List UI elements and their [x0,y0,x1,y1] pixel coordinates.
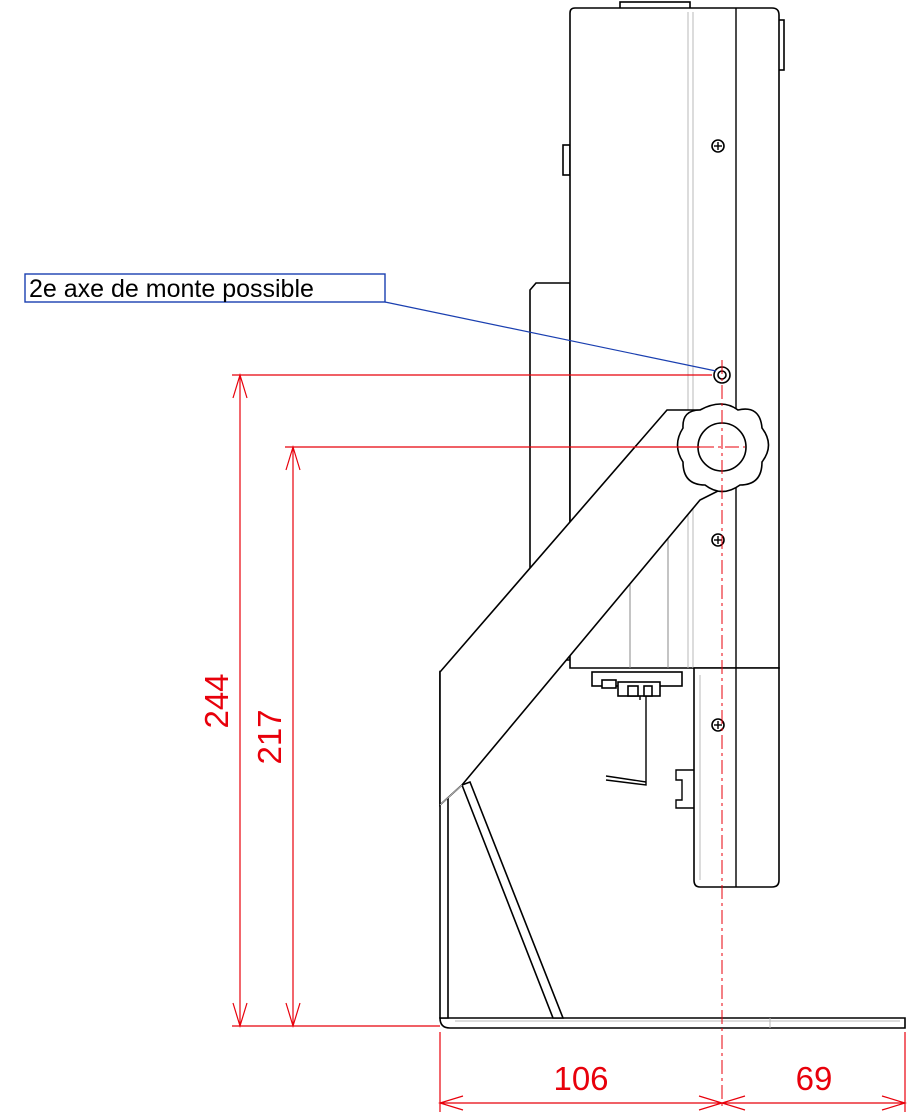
dimension-horizontal: 106 69 [437,1032,907,1112]
callout-second-mount-axis: 2e axe de monte possible [24,273,717,372]
base-plate [439,1017,906,1029]
star-knob-icon [676,403,770,493]
dimension-217: 217 [251,444,700,1029]
dimension-label-244: 244 [198,673,235,728]
dimension-label-106: 106 [553,1060,608,1097]
dimension-label-217: 217 [251,709,288,764]
bottom-connector [591,671,683,786]
dimension-244: 244 [198,372,712,1029]
screw-icon [711,139,725,153]
callout-box [24,273,386,303]
screw-icon [711,718,725,732]
screw-icon [711,533,725,547]
center-lines [700,360,745,1110]
callout-text: 2e axe de monte possible [29,275,314,303]
dimension-label-69: 69 [796,1060,833,1097]
